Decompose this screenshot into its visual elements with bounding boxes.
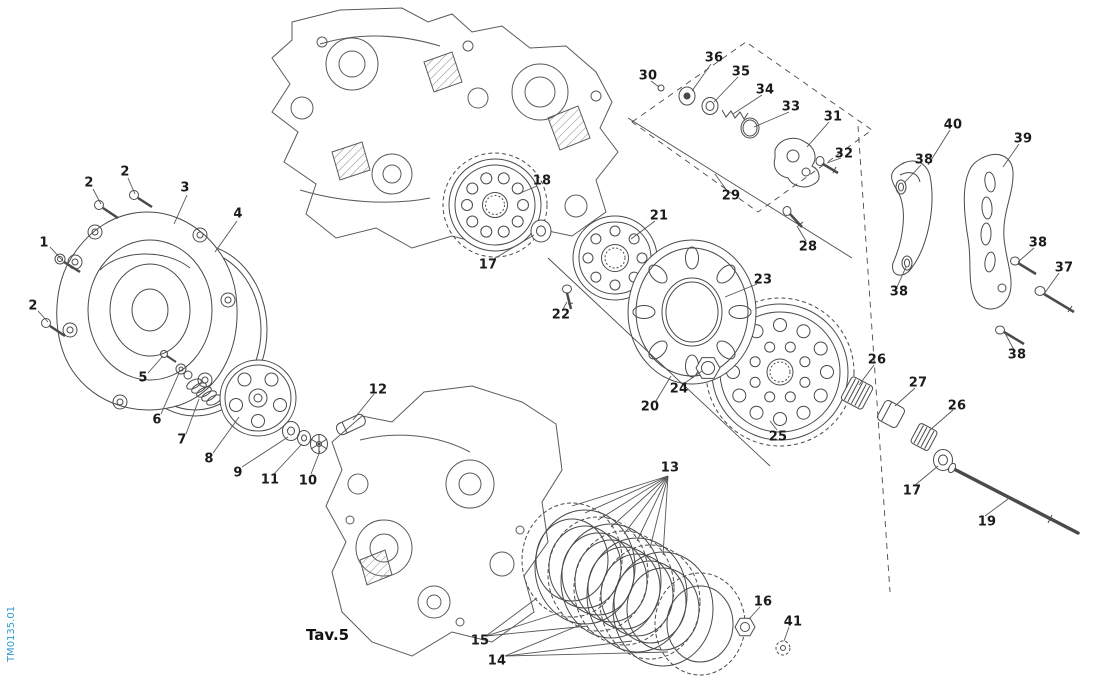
part-13-14-15-clutch-plates-drawing bbox=[521, 502, 746, 676]
part-37-long-bolt-drawing bbox=[1034, 286, 1075, 314]
drawing-code-label: TM0135.01 bbox=[6, 605, 17, 663]
part-32-bracket-bolt-drawing bbox=[815, 156, 839, 175]
part-28-bolt-drawing bbox=[782, 206, 804, 228]
crankcase-upper-drawing bbox=[271, 7, 619, 249]
part-39-guide-plate-drawing bbox=[963, 154, 1014, 310]
part-24-hub-nut-drawing bbox=[695, 357, 721, 379]
part-16-lock-nut-drawing bbox=[734, 617, 756, 637]
part-19-clutch-rod-drawing bbox=[947, 462, 1080, 535]
part-38-bushings-bolts-drawing bbox=[895, 179, 1037, 346]
part-41-lock-washer-drawing bbox=[775, 640, 791, 656]
part-17-washer-a-drawing bbox=[530, 219, 552, 243]
part-22-flange-bolt-drawing bbox=[562, 284, 574, 310]
part-3-clutch-cover-drawing bbox=[56, 211, 238, 411]
part-23-clutch-drum-drawing bbox=[627, 239, 757, 385]
part-35-washer-drawing bbox=[701, 97, 719, 115]
part-33-o-ring-drawing bbox=[740, 117, 760, 139]
crankcase-lower-drawing bbox=[325, 385, 563, 657]
part-26-needle-bearing-b-drawing bbox=[910, 423, 938, 451]
part-27-spacer-drawing bbox=[877, 400, 905, 428]
part-9-10-11-washers-bearing-drawing bbox=[282, 421, 328, 454]
callout-leader-lines bbox=[37, 63, 1060, 657]
part-31-actuator-bracket-drawing bbox=[773, 137, 820, 188]
part-30-ball-drawing bbox=[657, 84, 665, 92]
part-18-primary-gear-drawing bbox=[442, 152, 548, 258]
part-34-small-spring-drawing bbox=[721, 109, 749, 120]
part-40-release-lever-drawing bbox=[891, 160, 933, 276]
part-26-needle-bearing-a-drawing bbox=[840, 376, 874, 410]
part-36-piston-cap-drawing bbox=[678, 86, 696, 106]
part-5-6-screw-washers-drawing bbox=[160, 350, 193, 380]
sheet-reference-label: Tav.5 bbox=[306, 626, 350, 644]
part-12-push-rod-drawing bbox=[335, 413, 366, 436]
part-17-washer-b-drawing bbox=[933, 449, 953, 471]
